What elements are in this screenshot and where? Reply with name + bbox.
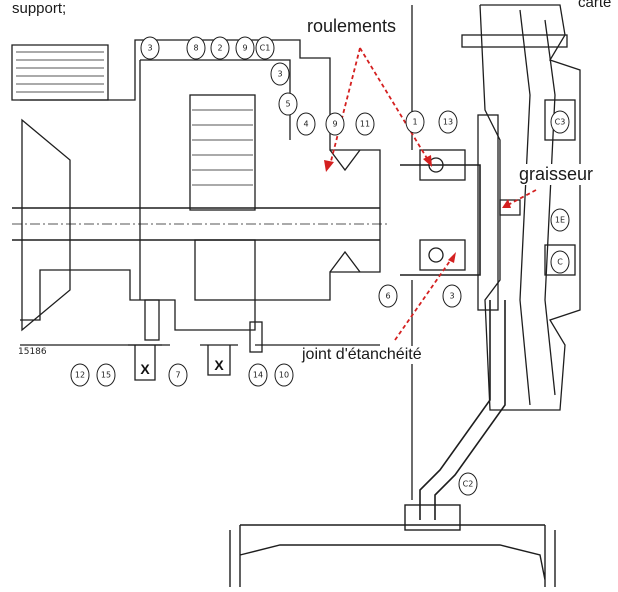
bevel-gear [21,118,71,332]
arrow-joint [394,257,453,341]
callout-circle [248,363,268,387]
callout-label: 1 [412,118,417,127]
label-carter: carte [578,0,612,11]
wheel-rib-1 [519,9,531,406]
callout-circle [210,36,230,60]
callout-label: 1E [555,216,565,225]
flange [477,114,499,311]
label-roulements: roulements [305,16,399,37]
callout-label: 9 [332,120,337,129]
lower-gear-block [194,239,256,301]
callout-circle [550,208,570,232]
x-bracket-2 [200,344,238,376]
label-graisseur: graisseur [517,164,596,185]
callout-circle [255,36,275,60]
label-joint: joint d'étanchéité [300,346,424,364]
callout-label: 12 [75,371,85,380]
callout-label: 6 [385,292,390,301]
x-mark-right: X [214,357,224,373]
arrowhead-3 [502,199,511,208]
housing-inner [139,59,291,300]
callout-circle [140,36,160,60]
callout-label: C [557,258,563,267]
callout-circle [274,363,294,387]
arrowhead-1 [324,160,334,172]
callout-label: 10 [279,371,289,380]
arrow-roulements-left [329,47,361,166]
bearing-lower [419,239,466,271]
arrow-graisseur [505,189,537,207]
callout-circle [355,112,375,136]
right-shaft [400,164,481,276]
callout-circle [458,472,478,496]
arrow-roulements-right [359,47,429,161]
label-support: support; [12,0,67,17]
callout-circle [378,284,398,308]
rim-assembly [229,504,556,587]
support-arm [419,300,506,520]
callout-circle [405,110,425,134]
left-assembly [11,39,390,353]
callout-label: 8 [193,44,198,53]
callout-circle [70,363,90,387]
arrowhead-2 [423,155,432,167]
callout-label: 5 [285,100,290,109]
callout-label: 3 [277,70,282,79]
callout-circle [550,110,570,134]
wheel-bolt-2 [544,244,576,276]
housing-outline [20,39,381,331]
x-markers [128,344,238,381]
callout-label: 11 [360,120,370,129]
callout-label: 3 [449,292,454,301]
bearing-ball-upper [428,157,444,173]
bolt-left [144,299,160,341]
bolt-right [249,321,263,353]
callout-label: 15 [101,371,111,380]
rim-profile [229,525,556,587]
callout-label: C3 [555,118,566,127]
bearing-upper [419,149,466,181]
wheel-bolt-1 [544,99,576,141]
gear-block [189,94,256,211]
callout-label: C1 [260,44,271,53]
callout-label: 13 [443,118,453,127]
x-bracket-1 [128,344,162,381]
callout-circle [296,112,316,136]
grease-nipple [499,199,521,216]
drawing-code: 15186 [18,347,47,357]
right-assembly [400,4,581,520]
callout-circle [168,363,188,387]
seal-lip [329,149,361,273]
callout-circle [442,284,462,308]
wheel-rib-2 [544,19,556,396]
callout-label: 2 [217,44,222,53]
annotation-arrows [329,47,537,341]
bearing-ball-lower [428,247,444,263]
support-thread-hatch [16,51,104,93]
callout-circle [278,92,298,116]
wheel-disc-outer [479,4,581,411]
callout-circle [550,250,570,274]
callout-circle [325,112,345,136]
callout-circle [235,36,255,60]
callout-label: 7 [175,371,180,380]
callout-circle [96,363,116,387]
arrowhead-4 [448,252,456,263]
rim-bolt [404,504,461,531]
gear-teeth [192,109,253,186]
callout-circle [186,36,206,60]
callout-circle [438,110,458,134]
top-stud [461,34,568,48]
callout-circle [270,62,290,86]
callout-label: 9 [242,44,247,53]
callout-label: 4 [303,120,308,129]
callout-label: C2 [463,480,474,489]
x-mark-left: X [140,361,150,377]
annotation-heads [324,155,511,263]
callout-label: 14 [253,371,263,380]
callout-label: 3 [147,44,152,53]
